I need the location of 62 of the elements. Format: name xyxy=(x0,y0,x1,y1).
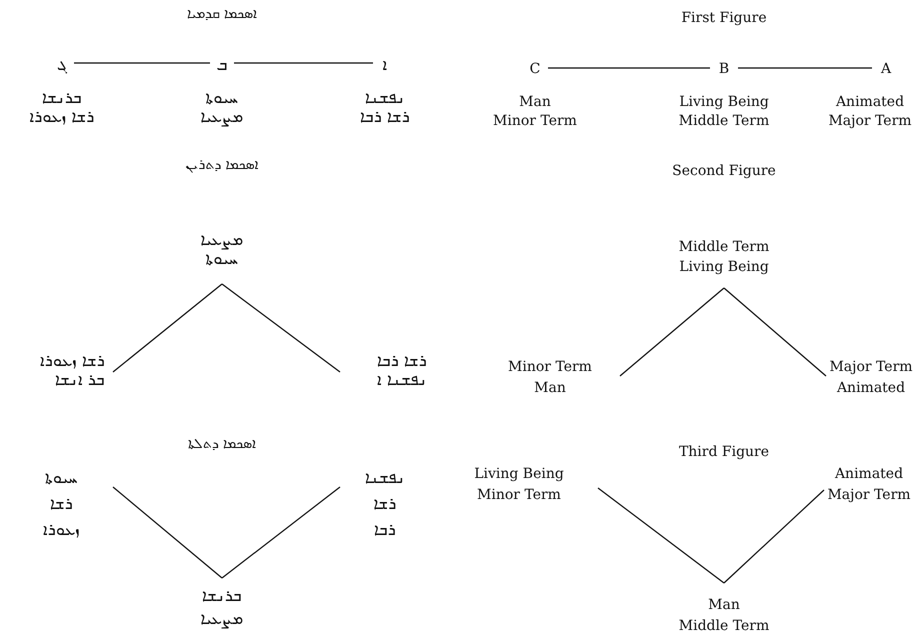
letter-label: ܒ xyxy=(216,54,228,74)
letter-label: ܓ xyxy=(57,54,67,74)
term-label: Middle Term xyxy=(678,238,770,257)
figure-title: Second Figure xyxy=(671,162,777,181)
term-caption: Minor Term xyxy=(493,112,577,131)
term-label: Man xyxy=(708,596,740,615)
term-label: ܢܦܫܢܐ xyxy=(365,467,405,489)
term-caption: ܡܨܥܝܐ xyxy=(200,107,244,126)
connector-line xyxy=(724,490,824,584)
term-label: Major Term xyxy=(829,358,913,377)
figure-title: ܐܣܟܡܐ ܕܬܠܬܐ xyxy=(186,435,258,454)
term-label: Middle Term xyxy=(678,617,770,636)
term-caption: Living Being xyxy=(679,93,769,112)
term-caption: Man xyxy=(519,93,551,112)
term-caption: ܚܝܘܬܐ xyxy=(206,88,238,107)
connector-line xyxy=(74,62,210,64)
letter-label: ܐ xyxy=(382,54,388,74)
figure-title: Third Figure xyxy=(678,443,770,462)
term-label: Man xyxy=(534,379,566,398)
connector-line xyxy=(222,486,340,578)
term-caption: Animated xyxy=(836,93,904,112)
letter-label: A xyxy=(880,60,892,78)
term-label: ܪܒܐ xyxy=(374,519,396,541)
term-caption: ܢܦܫܢܐ xyxy=(365,88,405,107)
connector-line xyxy=(112,486,222,578)
term-caption: ܪܫܐ ܙܥܘܪܐ xyxy=(29,107,95,126)
connector-line xyxy=(222,284,340,372)
figure-title: ܐܣܟܡܐ ܩܕܡܝܐ xyxy=(186,5,258,24)
term-label: ܚܝܘܬܐ xyxy=(45,467,78,489)
connector-line xyxy=(724,288,826,376)
connector-line xyxy=(620,288,724,376)
letter-label: B xyxy=(718,60,730,78)
term-label: Minor Term xyxy=(508,358,592,377)
term-label: ܪܫܐ xyxy=(374,493,396,515)
term-label: Minor Term xyxy=(477,486,561,505)
term-caption: Middle Term xyxy=(678,112,770,131)
connector-line xyxy=(598,488,724,584)
term-label: Major Term xyxy=(827,486,911,505)
term-label: ܒܪܢܫܐ xyxy=(202,585,242,607)
term-caption: ܪܫܐ ܪܒܐ xyxy=(360,107,410,126)
term-label: ܙܥܘܪܐ xyxy=(43,519,80,541)
connector-line xyxy=(548,67,710,69)
term-caption: Major Term xyxy=(828,112,912,131)
term-label: Animated xyxy=(836,379,906,398)
term-label: ܒܪ ܐܢܫܐ xyxy=(54,370,105,389)
term-label: ܚܝܘܬܐ xyxy=(206,249,238,268)
term-label: ܡܨܥܝܐ xyxy=(200,608,244,630)
term-label: Living Being xyxy=(679,258,769,277)
term-label: Animated xyxy=(834,465,904,484)
term-label: ܢܦܫܢܐ ܐ xyxy=(376,370,427,389)
connector-line xyxy=(738,67,872,69)
term-label: ܪܫܐ ܙܥܘܪܐ xyxy=(40,351,105,370)
term-label: Living Being xyxy=(474,465,564,484)
figure-title: ܐܣܟܡܐ ܕܬܪܝܢ xyxy=(184,156,260,175)
term-label: ܡܨܥܝܐ xyxy=(200,230,244,249)
figure-title: First Figure xyxy=(680,9,768,28)
term-label: ܪܫܐ ܪܒܐ xyxy=(376,351,427,370)
connector-line xyxy=(112,284,222,372)
letter-label: C xyxy=(530,60,540,78)
term-label: ܪܫܐ xyxy=(50,493,73,515)
connector-line xyxy=(234,62,373,64)
term-caption: ܒܪܢܫܐ xyxy=(42,88,82,107)
